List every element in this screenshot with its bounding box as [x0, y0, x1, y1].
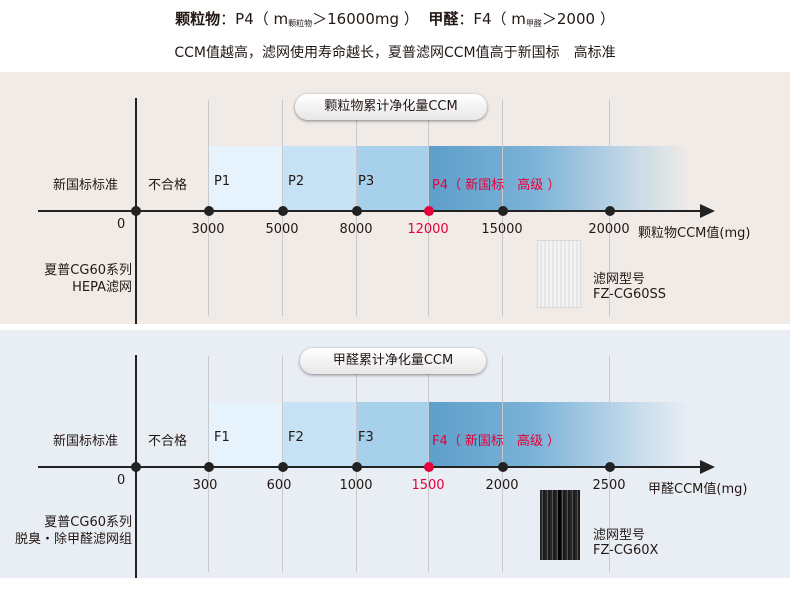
pm-axis-dot: [204, 206, 214, 216]
pm-value: ＞16000mg ）: [312, 10, 419, 28]
hcho-tick-label: 2500: [592, 478, 626, 493]
pm-zone-p2: [282, 146, 356, 210]
pm-axis-label: 颗粒物CCM值(mg): [638, 226, 751, 241]
pm-zone-p1: [208, 146, 282, 210]
hcho-zone-label: F1: [214, 430, 230, 445]
hcho-product-name: 夏普CG60系列 脱臭・除甲醛滤网组: [10, 514, 132, 548]
hcho-model-label: 滤网型号: [593, 528, 646, 543]
hcho-value: ＞2000 ）: [541, 10, 615, 28]
header-line-2: CCM值越高，滤网使用寿命越长，夏普滤网CCM值高于新国标 高标准: [174, 45, 616, 61]
pm-label: 颗粒物: [175, 10, 221, 28]
hcho-axis-dot: [352, 462, 362, 472]
hcho-origin-label: 0: [117, 473, 126, 488]
pm-arrow-icon: [700, 204, 715, 218]
pm-product-line: HEPA滤网: [72, 280, 132, 295]
hcho-tick-label: 1000: [339, 478, 373, 493]
hcho-x-axis: [38, 466, 700, 468]
hcho-axis-dot: [605, 462, 615, 472]
hepa-filter-image: [537, 240, 581, 308]
pm-zone-label: P1: [214, 174, 231, 189]
pm-tick-label: 5000: [265, 222, 299, 237]
pm-axis-dot: [352, 206, 362, 216]
hcho-tick-label: 300: [192, 478, 218, 493]
pm-product-line: 夏普CG60系列: [44, 263, 132, 278]
pm-axis-dot: [278, 206, 288, 216]
hcho-arrow-icon: [700, 460, 715, 474]
pm-x-axis: [38, 210, 700, 212]
pm-tick-label: 20000: [588, 222, 630, 237]
hcho-zone-f3: [356, 402, 428, 466]
pm-model-label: 滤网型号: [593, 272, 646, 287]
hcho-level: ：F4（ m: [458, 10, 526, 28]
hcho-axis-label: 甲醛CCM值(mg): [648, 482, 748, 497]
hcho-zone-f1: [208, 402, 282, 466]
hcho-zone-f2: [282, 402, 356, 466]
hcho-zone-label: F2: [288, 430, 304, 445]
hcho-zone-label-highlight: F4（ 新国标 高级 ）: [432, 434, 561, 449]
hcho-tick-label: 600: [266, 478, 292, 493]
pm-axis-dot-highlight: [424, 206, 434, 216]
hcho-tick-label: 2000: [485, 478, 519, 493]
pm-title-pill: 颗粒物累计净化量CCM: [295, 94, 487, 120]
hcho-subscript: 甲醛: [525, 19, 542, 28]
pm-zone-label: P2: [288, 174, 305, 189]
hcho-axis-dot: [204, 462, 214, 472]
filter-split-line: [558, 490, 561, 560]
pm-zone-p3: [356, 146, 428, 210]
pm-zone-p4: [428, 146, 690, 210]
pm-row-label: 新国标标准: [53, 178, 119, 193]
hcho-title-pill: 甲醛累计净化量CCM: [300, 348, 486, 374]
hcho-axis-dot: [278, 462, 288, 472]
pm-product-name: 夏普CG60系列 HEPA滤网: [20, 262, 132, 296]
hcho-axis-dot-highlight: [424, 462, 434, 472]
pm-zone-label-highlight: P4（ 新国标 高级 ）: [432, 178, 561, 193]
pm-axis-dot: [131, 206, 141, 216]
pm-tick-label-highlight: 12000: [407, 222, 449, 237]
pm-axis-dot: [498, 206, 508, 216]
pm-subscript: 颗粒物: [288, 19, 313, 28]
hcho-axis-dot: [131, 462, 141, 472]
hcho-model: FZ-CG60X: [593, 543, 659, 558]
pm-zone-label: 不合格: [148, 178, 188, 193]
hcho-product-line: 夏普CG60系列: [44, 515, 132, 530]
pm-origin-label: 0: [117, 217, 126, 232]
pm-tick-label: 15000: [481, 222, 523, 237]
pm-axis-dot: [605, 206, 615, 216]
hcho-label: 甲醛: [428, 10, 459, 28]
pm-tick-label: 3000: [191, 222, 225, 237]
pm-model: FZ-CG60SS: [593, 287, 667, 302]
pm-tick-label: 8000: [339, 222, 373, 237]
hcho-zone-f4: [428, 402, 690, 466]
hcho-tick-label-highlight: 1500: [411, 478, 445, 493]
pm-level: ：P4（ m: [220, 10, 289, 28]
hcho-zone-label: F3: [358, 430, 374, 445]
hcho-row-label: 新国标标准: [53, 434, 119, 449]
hcho-axis-dot: [498, 462, 508, 472]
hcho-zone-label: 不合格: [148, 434, 188, 449]
pm-zone-label: P3: [358, 174, 375, 189]
hcho-product-line: 脱臭・除甲醛滤网组: [14, 532, 132, 547]
header-line-1: 颗粒物：P4（ m颗粒物＞16000mg ） 甲醛：F4（ m甲醛＞2000 ）: [0, 8, 790, 29]
